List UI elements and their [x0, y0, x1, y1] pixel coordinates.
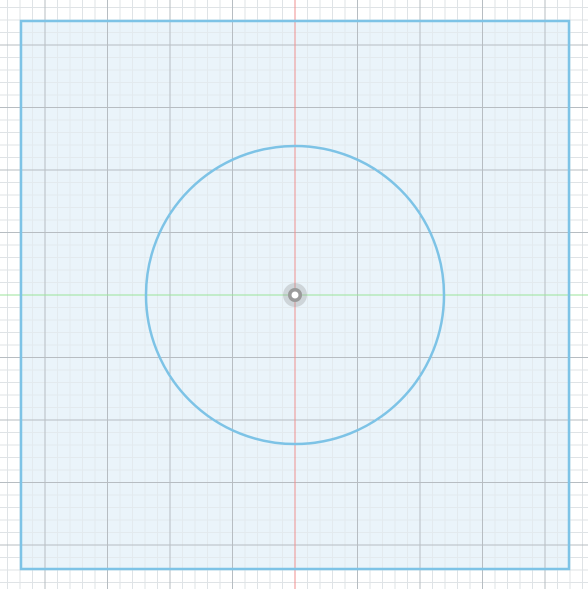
sketch-rectangle[interactable] — [19, 19, 571, 571]
sketch-circle[interactable] — [144, 144, 446, 446]
origin-center — [291, 291, 299, 299]
origin-point-icon[interactable] — [283, 283, 307, 307]
